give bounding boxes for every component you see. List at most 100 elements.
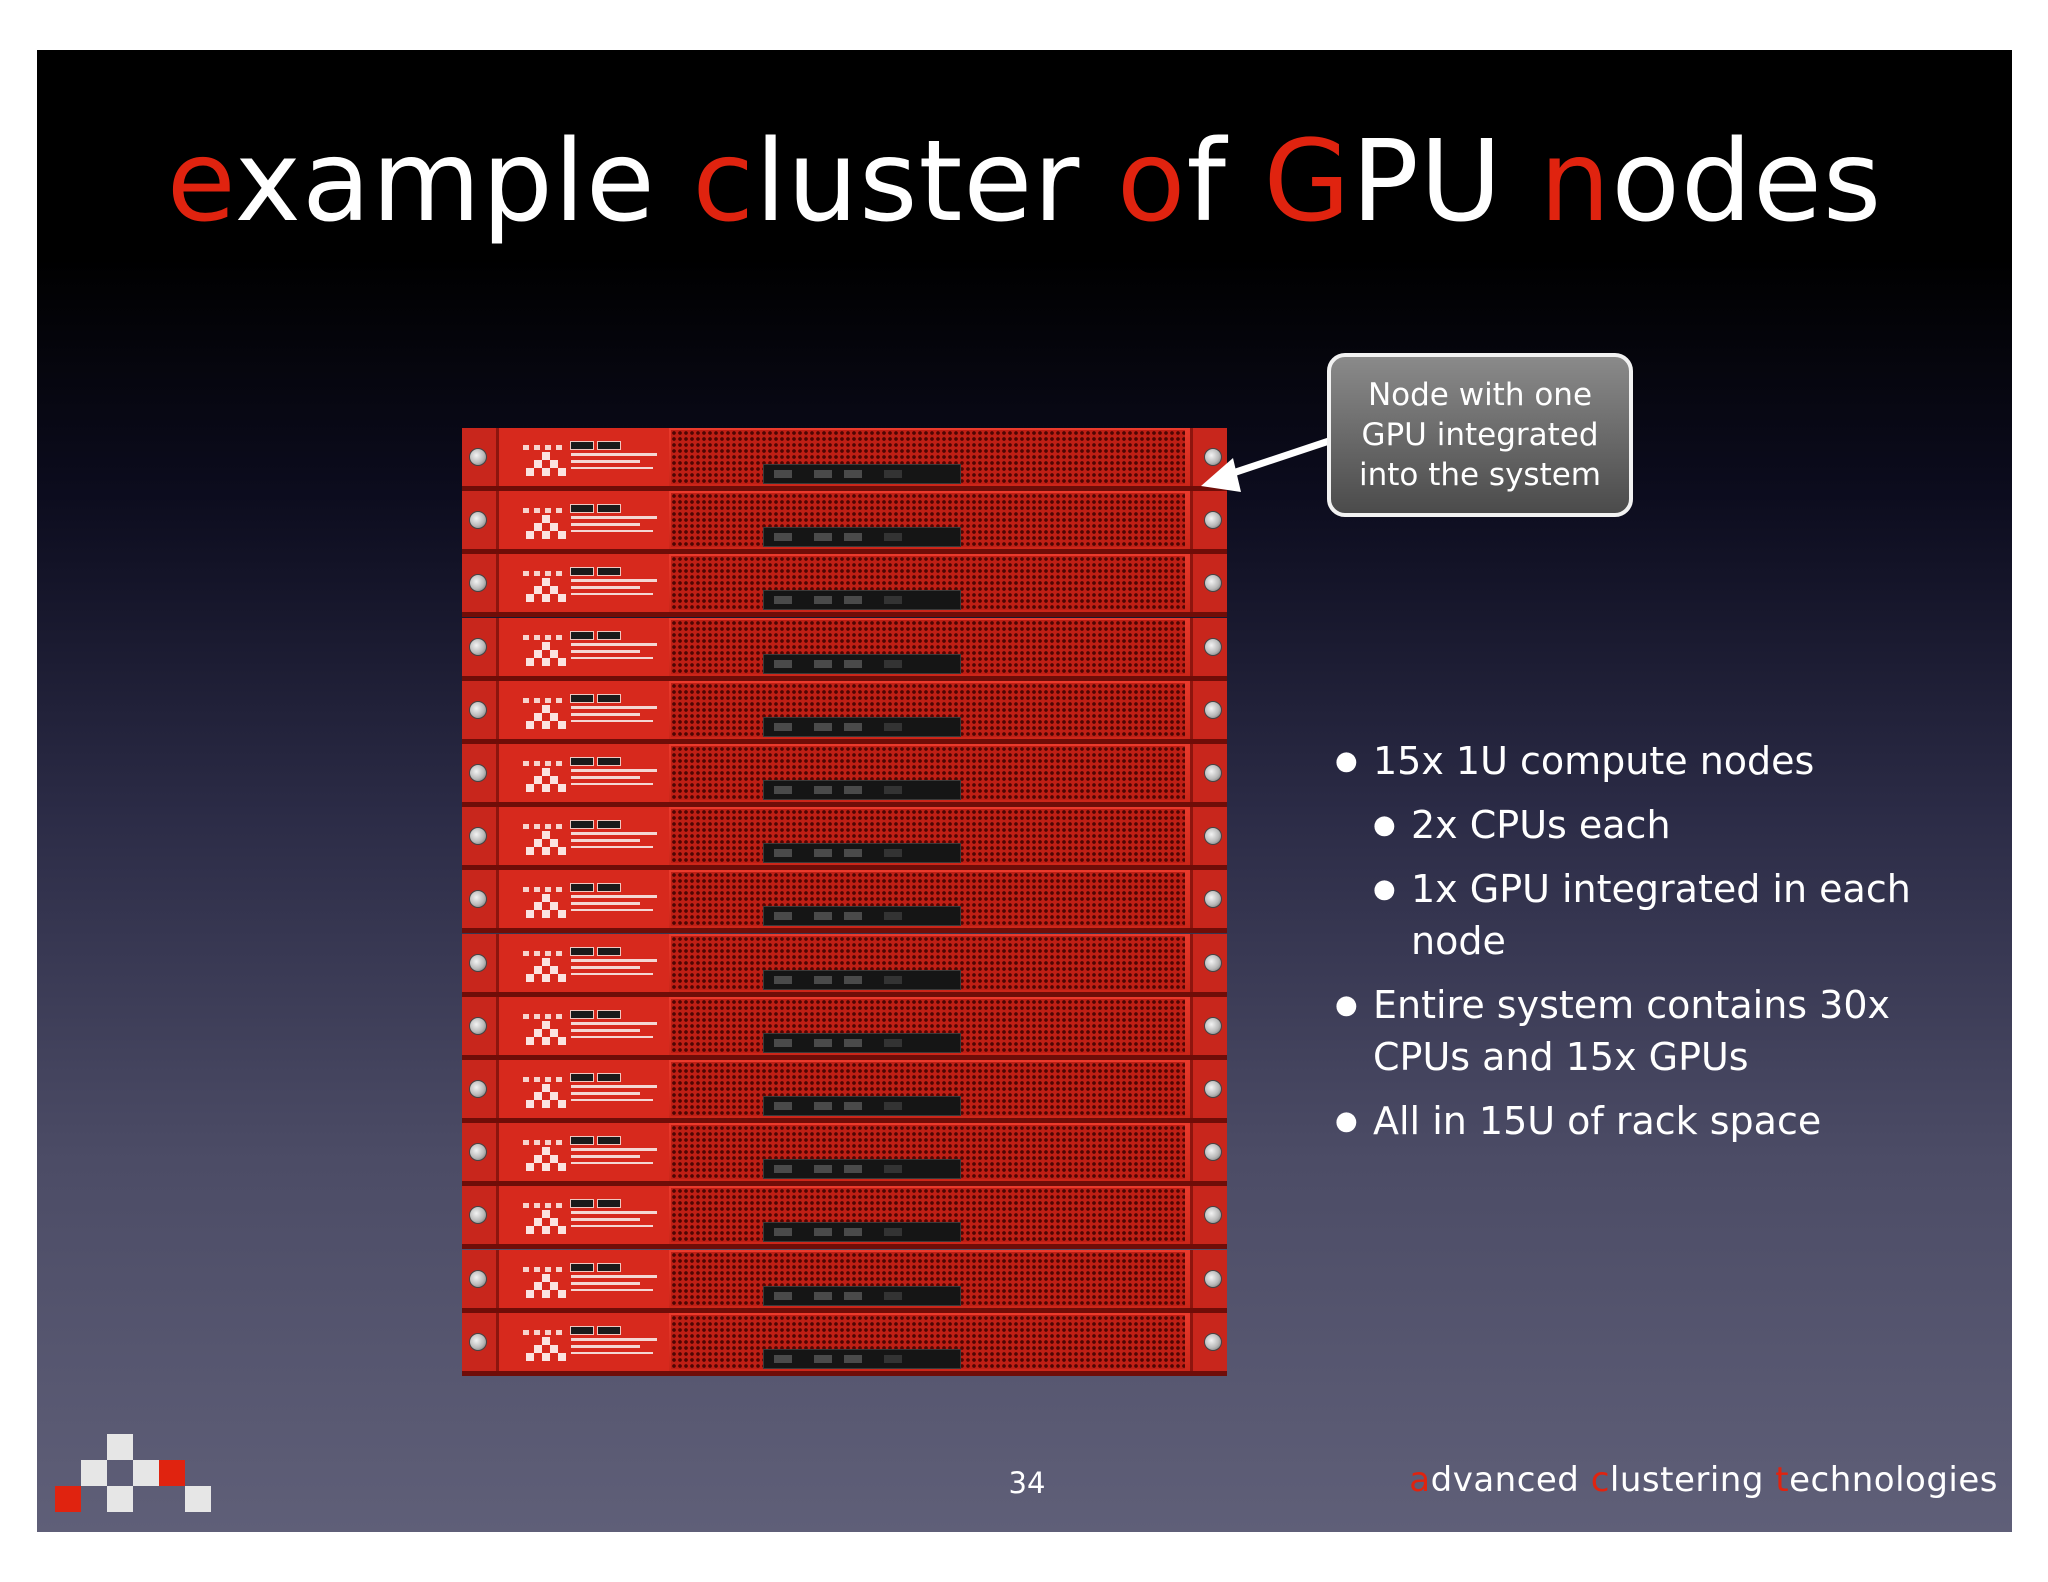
server-logo-panel <box>499 744 669 802</box>
brand-label <box>571 769 657 789</box>
server-faceplate <box>499 1123 1190 1181</box>
rack-ear-right <box>1190 618 1227 676</box>
server-logo-panel <box>499 1186 669 1244</box>
slide-title: example cluster of GPU nodes <box>37 112 2012 252</box>
drive-bay <box>763 1096 961 1116</box>
rack-ear-right <box>1190 870 1227 928</box>
brand-mark-icon <box>526 578 566 602</box>
status-leds <box>523 751 643 766</box>
screw-icon <box>469 1080 487 1098</box>
page-number: 34 <box>1008 1466 1046 1500</box>
drive-bay <box>763 1033 961 1053</box>
rack-ear-right <box>1190 1313 1227 1371</box>
rack-ear-left <box>462 681 499 739</box>
screw-icon <box>1204 701 1222 719</box>
server-logo-panel <box>499 1250 669 1308</box>
status-leds <box>523 814 643 829</box>
callout-text: Node with one GPU integrated into the sy… <box>1358 377 1602 493</box>
screw-icon <box>1204 638 1222 656</box>
node-callout: Node with one GPU integrated into the sy… <box>1327 353 1633 517</box>
server-node <box>462 1123 1227 1186</box>
screw-icon <box>469 890 487 908</box>
status-leds <box>523 498 643 513</box>
screw-icon <box>1204 1080 1222 1098</box>
screw-icon <box>469 954 487 972</box>
rack-ear-right <box>1190 1123 1227 1181</box>
screw-icon <box>1204 1270 1222 1288</box>
screw-icon <box>1204 511 1222 529</box>
server-node <box>462 554 1227 617</box>
screw-icon <box>1204 827 1222 845</box>
server-faceplate <box>499 554 1190 612</box>
title-seg-2: cluster <box>692 117 1117 247</box>
screw-icon <box>469 1206 487 1224</box>
server-faceplate <box>499 491 1190 549</box>
rack-ear-right <box>1190 681 1227 739</box>
server-logo-panel <box>499 997 669 1055</box>
brand-label <box>571 1211 657 1231</box>
vent-mesh <box>671 683 1185 737</box>
brand-label <box>571 579 657 599</box>
rack-ear-left <box>462 744 499 802</box>
status-leds <box>523 561 643 576</box>
drive-bay <box>763 906 961 926</box>
server-faceplate <box>499 870 1190 928</box>
rack-ear-right <box>1190 1060 1227 1118</box>
slide: example cluster of GPU nodes Node with o… <box>37 50 2012 1532</box>
screw-icon <box>469 448 487 466</box>
status-leds <box>523 435 643 450</box>
brand-mark-icon <box>526 705 566 729</box>
rack-ear-right <box>1190 934 1227 992</box>
rack-ear-left <box>462 1313 499 1371</box>
server-faceplate <box>499 807 1190 865</box>
server-logo-panel <box>499 1060 669 1118</box>
brand-label <box>571 1338 657 1358</box>
drive-bay <box>763 1159 961 1179</box>
server-logo-panel <box>499 428 669 486</box>
rack-ear-right <box>1190 1250 1227 1308</box>
screw-icon <box>1204 448 1222 466</box>
server-node <box>462 1186 1227 1249</box>
bullet-item: All in 15U of rack space <box>1335 1095 1975 1147</box>
brand-label <box>571 1275 657 1295</box>
brand-mark-icon <box>526 1021 566 1045</box>
rack-ear-right <box>1190 997 1227 1055</box>
rack-ear-left <box>462 1250 499 1308</box>
screw-icon <box>1204 1143 1222 1161</box>
server-logo-panel <box>499 807 669 865</box>
drive-bay <box>763 654 961 674</box>
drive-bay <box>763 1222 961 1242</box>
drive-bay <box>763 1349 961 1369</box>
screw-icon <box>1204 890 1222 908</box>
brand-label <box>571 1085 657 1105</box>
server-node <box>462 681 1227 744</box>
brand-label <box>571 706 657 726</box>
drive-bay <box>763 1286 961 1306</box>
server-logo-panel <box>499 1313 669 1371</box>
rack-ear-left <box>462 934 499 992</box>
vent-mesh <box>671 430 1185 484</box>
drive-bay <box>763 780 961 800</box>
screw-icon <box>469 764 487 782</box>
rack-ear-left <box>462 997 499 1055</box>
rack-ear-right <box>1190 554 1227 612</box>
rack-ear-left <box>462 554 499 612</box>
screw-icon <box>1204 574 1222 592</box>
rack-ear-right <box>1190 807 1227 865</box>
screw-icon <box>469 1270 487 1288</box>
brand-mark-icon <box>526 958 566 982</box>
status-leds <box>523 1193 643 1208</box>
rack-ear-right <box>1190 491 1227 549</box>
title-seg-1: example <box>166 117 693 247</box>
server-node <box>462 428 1227 491</box>
bullet-item: Entire system contains 30x CPUs and 15x … <box>1335 979 1975 1083</box>
screw-icon <box>469 827 487 845</box>
brand-seg-3: technologies <box>1775 1460 1998 1500</box>
status-leds <box>523 877 643 892</box>
screw-icon <box>1204 764 1222 782</box>
brand-mark-icon <box>526 642 566 666</box>
brand-label <box>571 895 657 915</box>
server-node <box>462 491 1227 554</box>
rack-ear-left <box>462 428 499 486</box>
server-faceplate <box>499 1313 1190 1371</box>
